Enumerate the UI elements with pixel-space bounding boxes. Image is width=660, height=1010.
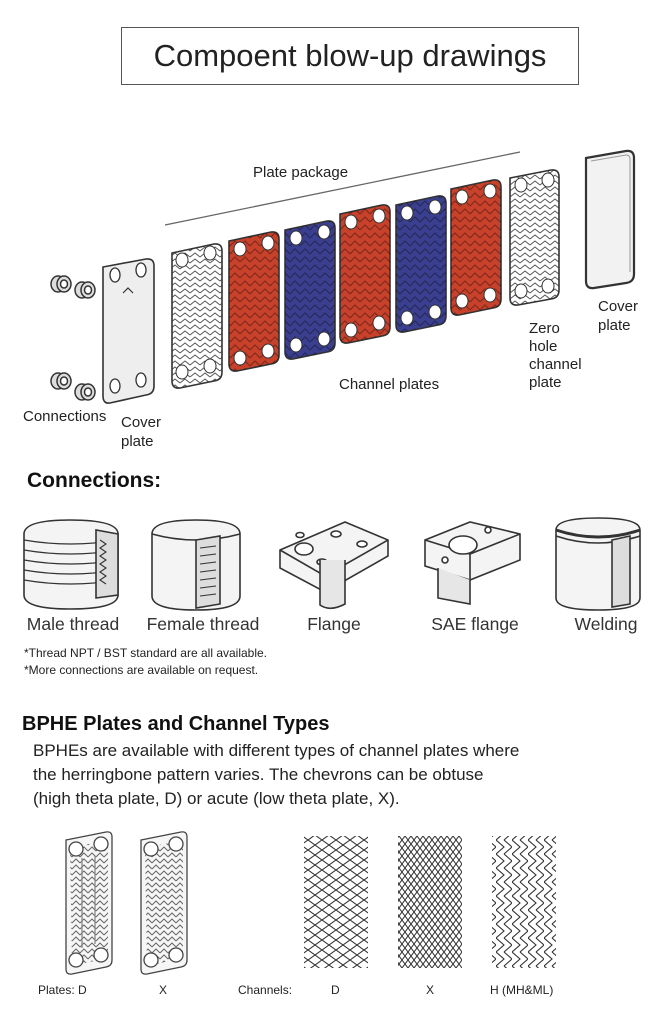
connection-type-female-thread: Female thread [146,614,260,634]
bphe-description-line-3: (high theta plate, D) or acute (low thet… [33,789,400,808]
red-channel-plate-3 [450,179,502,316]
zero-hole-plate [509,169,560,306]
channel-x-caption: X [426,983,435,997]
cover-plate-right-label-2: plate [598,317,631,334]
connection-type-male-thread: Male thread [26,614,120,634]
cover-plate-right-label-1: Cover [598,298,639,315]
bphe-description-line-1: BPHEs are available with different types… [33,741,520,760]
channel-h-pattern [492,836,556,968]
cover-plate-left-label-2: plate [121,433,154,450]
flange-drawing [279,521,389,610]
sae-flange-drawing [424,521,521,605]
red-channel-plate-2 [339,204,391,344]
plates-d-caption: Plates: D [38,983,87,997]
channel-h-caption: H (MH&ML) [490,983,554,997]
welding-drawing [555,517,641,611]
connection-type-flange: Flange [307,614,361,634]
left-cover-plate [102,258,155,404]
blue-channel-plate-2 [395,195,447,333]
connections-label: Connections [23,408,107,425]
zero-hole-label-2: hole [529,338,558,355]
plate-x-drawing [140,831,188,975]
bphe-description-line-2: the herringbone pattern varies. The chev… [33,765,484,784]
plate-package-label: Plate package [253,164,349,181]
zero-hole-label-1: Zero [529,320,560,337]
plate-d-drawing [65,831,113,975]
plate-package-line [164,151,521,226]
red-channel-plate-1 [228,231,280,372]
bphe-heading: BPHE Plates and Channel Types [22,713,330,735]
connection-nuts [50,275,96,401]
channels-caption: Channels: [238,983,293,997]
plates-x-caption: X [159,983,168,997]
gray-channel-plate [171,243,223,389]
connections-heading: Connections: [27,469,162,492]
connection-type-sae-flange: SAE flange [431,614,519,634]
page-title: Compoent blow-up drawings [121,27,579,85]
right-cover-plate [584,149,636,290]
female-thread-drawing [151,519,241,611]
channel-d-pattern [304,836,368,968]
zero-hole-label-3: channel [529,356,582,373]
blue-channel-plate-1 [284,220,336,360]
connection-note-2: *More connections are available on reque… [24,663,259,677]
connection-note-1: *Thread NPT / BST standard are all avail… [24,646,268,660]
channel-d-caption: D [331,983,340,997]
male-thread-drawing [23,519,119,610]
connection-type-welding: Welding [574,614,638,634]
channel-x-pattern [398,836,462,968]
zero-hole-label-4: plate [529,374,562,391]
channel-plates-label: Channel plates [339,376,440,393]
cover-plate-left-label-1: Cover [121,414,162,431]
